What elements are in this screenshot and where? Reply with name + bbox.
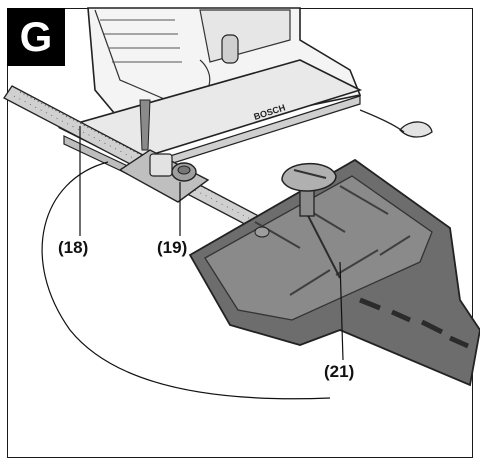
- callout-19: (19): [157, 238, 188, 257]
- callout-18: (18): [58, 238, 89, 257]
- circle-cutter-base: [188, 158, 480, 387]
- guide-clamp: [118, 149, 210, 203]
- pivot-knob: [281, 163, 337, 217]
- guide-tab: [399, 121, 433, 138]
- figure-label: G: [7, 8, 65, 66]
- callout-21: (21): [324, 362, 355, 381]
- leader-21: [339, 261, 344, 361]
- cut-path-arc: [41, 161, 331, 400]
